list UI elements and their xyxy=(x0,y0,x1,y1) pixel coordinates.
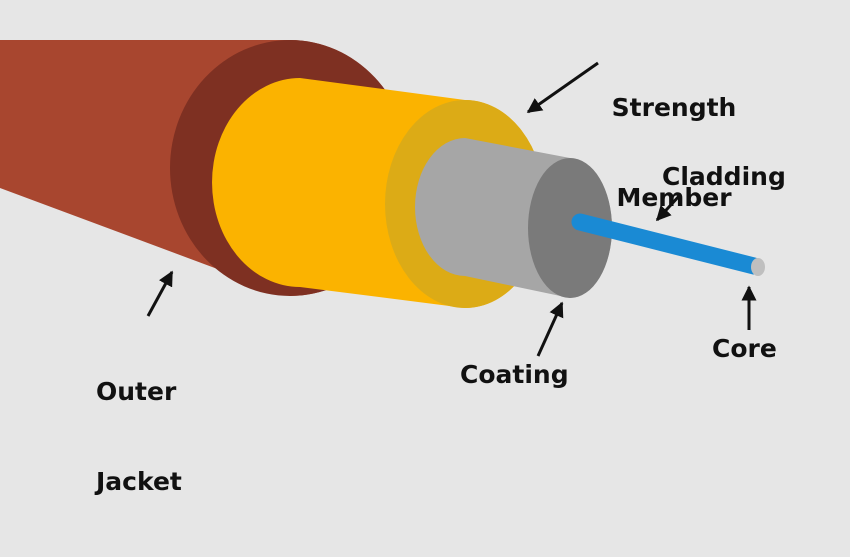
label-coating: Coating xyxy=(460,360,569,389)
core-fiber-body xyxy=(571,213,763,275)
label-strength-member-line1: Strength xyxy=(611,93,737,122)
label-arrows xyxy=(146,61,757,357)
coating xyxy=(415,138,612,298)
core-fiber xyxy=(571,213,765,276)
arrow-outer-jacket xyxy=(146,270,174,317)
label-outer-jacket-line1: Outer xyxy=(96,377,177,406)
label-outer-jacket-line2: Jacket xyxy=(96,467,182,496)
fiber-optic-cable-diagram: Strength Member Cladding Core Coating Ou… xyxy=(0,33,786,496)
label-outer-jacket: Outer Jacket xyxy=(96,317,182,557)
arrow-cladding xyxy=(655,193,682,222)
label-core: Core xyxy=(712,334,777,363)
core-fiber-tip xyxy=(751,258,765,276)
label-cladding: Cladding xyxy=(662,162,786,191)
label-strength-member: Strength Member xyxy=(598,33,750,273)
coating-end-face xyxy=(528,158,612,298)
cable-illustration xyxy=(0,40,765,357)
arrow-coating xyxy=(536,301,564,357)
arrow-strength-member xyxy=(526,61,599,114)
label-strength-member-line2: Member xyxy=(616,183,732,212)
